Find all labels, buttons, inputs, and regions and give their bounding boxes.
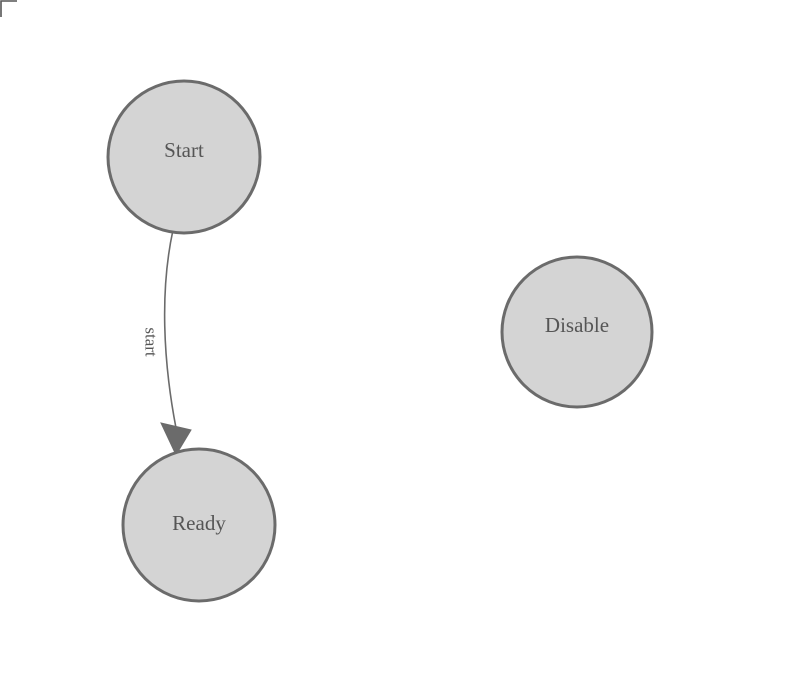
node-disable-shape — [500, 255, 654, 409]
edge-label-start: start — [142, 327, 161, 357]
node-start-label: Start — [164, 138, 204, 162]
node-ready-label: Ready — [172, 511, 226, 535]
node-start[interactable]: Start — [106, 79, 262, 235]
node-disable-label: Disable — [545, 313, 609, 337]
node-start-shape — [106, 79, 262, 235]
edge-start-to-ready[interactable]: start — [142, 229, 192, 457]
top-left-corner-bracket-icon — [0, 0, 17, 17]
edge-arrowhead-icon — [160, 422, 192, 457]
node-ready[interactable]: Ready — [121, 447, 277, 603]
edge-line — [163, 229, 177, 429]
node-ready-shape — [121, 447, 277, 603]
node-disable[interactable]: Disable — [500, 255, 654, 409]
